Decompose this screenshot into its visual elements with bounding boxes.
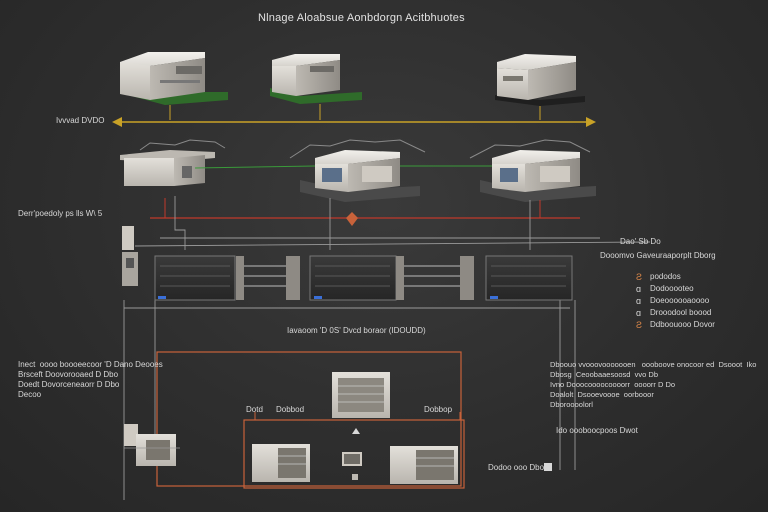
legend-label: Dodooooteo [650, 284, 694, 293]
server-lower-far-left [124, 424, 180, 466]
left-device-column [122, 226, 138, 286]
rack-connector-1 [236, 256, 300, 300]
server-box-top-left [120, 52, 228, 105]
legend-marker-icon: ɑ [636, 296, 642, 306]
right-notes: Dboouo vvooovooooooen oooboove onocoor e… [550, 360, 757, 409]
right-notes-secondary: Ido oooboocpoos Dwot [556, 426, 638, 435]
legend-marker-icon: Ƨ [636, 320, 643, 330]
rack-unit-3 [485, 255, 573, 301]
server-lower-left [252, 444, 310, 482]
server-lower-right [390, 446, 458, 484]
server-lower-small [342, 452, 362, 480]
left-notes: Inect oooo boooeecoor 'D Dano Deooes Brs… [18, 360, 163, 399]
legend-marker-icon: ɑ [636, 308, 642, 318]
server-box-mid-center [289, 139, 426, 202]
server-box-mid-left [120, 139, 226, 186]
center-caption: Iavaoom 'D 0S' Dvcd boraor (IDOUDD) [287, 326, 426, 335]
network-link [194, 165, 492, 169]
server-box-mid-right [469, 139, 596, 202]
server-box-top-middle [270, 54, 362, 104]
backbone-cables [123, 196, 651, 500]
power-left-label: Derr'poedoly ps lls W\ 5 [18, 209, 103, 218]
lower-tag-right: Dobbop [424, 405, 453, 414]
server-lower-center [332, 372, 390, 434]
top-bus-line [112, 104, 596, 127]
legend-label: Doeoooooaoooo [650, 296, 710, 305]
bus-left-label: Ivvvad DVDO [56, 116, 105, 125]
lower-frame-outer [156, 351, 462, 487]
legend: Ƨ pododos ɑ Dodooooteo ɑ Doeoooooaoooo ɑ… [636, 272, 746, 332]
lower-frame-inner [243, 412, 465, 489]
legend-label: Ddboouooo Dovor [650, 320, 715, 329]
rack-unit-1 [154, 255, 236, 301]
legend-label: Drooodool boood [650, 308, 712, 317]
legend-marker-icon: Ƨ [636, 272, 643, 282]
switch-right-label: Dao' Sb Do [620, 237, 661, 246]
power-bus [150, 198, 580, 226]
lower-tag-mid: Dobbod [276, 405, 305, 414]
lower-tag-left: Dotd [246, 405, 263, 414]
bottom-right-device [544, 463, 552, 471]
diagram-title: Nlnage Aloabsue Aonbdorgn Acitbhuotes [258, 12, 465, 24]
legend-label: pododos [650, 272, 681, 281]
switch-right-sublabel: Dooomvo Gaveuraaporplt Dborg [600, 251, 716, 260]
server-box-top-right [495, 54, 585, 106]
rack-unit-2 [309, 255, 397, 301]
rack-connector-2 [396, 256, 474, 300]
legend-marker-icon: ɑ [636, 284, 642, 294]
bottom-right-label: Dodoo ooo Dbo [488, 463, 545, 472]
